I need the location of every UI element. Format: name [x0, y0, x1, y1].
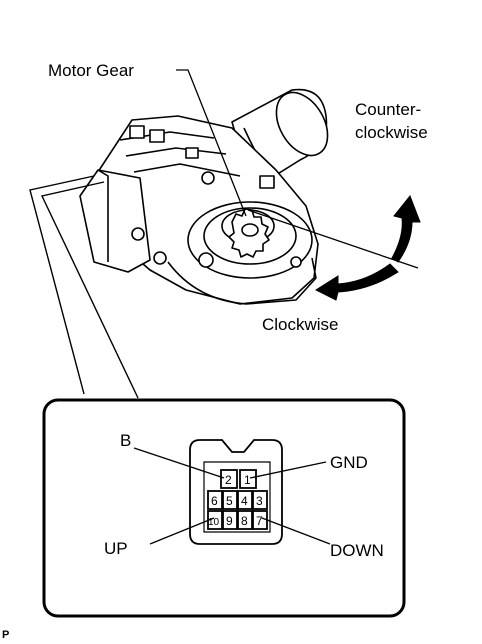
- connector-pins: 2 1 6 5 4 3 10 9 8 7: [208, 473, 263, 528]
- terminal-b-label: B: [120, 431, 131, 450]
- terminal-up-label: UP: [104, 539, 128, 558]
- counter-clockwise-arrow: [391, 195, 421, 263]
- clockwise-label: Clockwise: [262, 315, 339, 334]
- motor-assembly: [79, 88, 329, 305]
- terminal-down-label: DOWN: [330, 541, 384, 560]
- pin-4: 4: [241, 494, 248, 508]
- pin-2: 2: [225, 473, 232, 487]
- pin-5: 5: [226, 494, 233, 508]
- corner-mark: P: [2, 629, 9, 641]
- down-leader: [261, 517, 331, 545]
- counter-clockwise-label-line1: Counter-: [355, 100, 421, 119]
- up-leader: [149, 517, 215, 545]
- pin-9: 9: [226, 514, 233, 528]
- pin-6: 6: [211, 494, 218, 508]
- terminal-gnd-label: GND: [330, 453, 368, 472]
- pin-7: 7: [256, 514, 263, 528]
- callout-lines: [29, 175, 139, 399]
- b-leader: [133, 447, 225, 479]
- rotation-axis-line: [247, 209, 419, 269]
- leader-lines: [176, 69, 419, 269]
- pin-1: 1: [244, 473, 251, 487]
- pin-3: 3: [256, 494, 263, 508]
- pin-8: 8: [241, 514, 248, 528]
- motor-gear-leader: [176, 69, 247, 217]
- connector-housing: [189, 439, 283, 545]
- motor-gear-label: Motor Gear: [48, 61, 134, 80]
- terminal-leaders: [133, 447, 331, 545]
- pin-10: 10: [208, 517, 220, 528]
- clockwise-arrow: [314, 263, 399, 301]
- counter-clockwise-label-line2: clockwise: [355, 123, 428, 142]
- gnd-leader: [249, 461, 327, 479]
